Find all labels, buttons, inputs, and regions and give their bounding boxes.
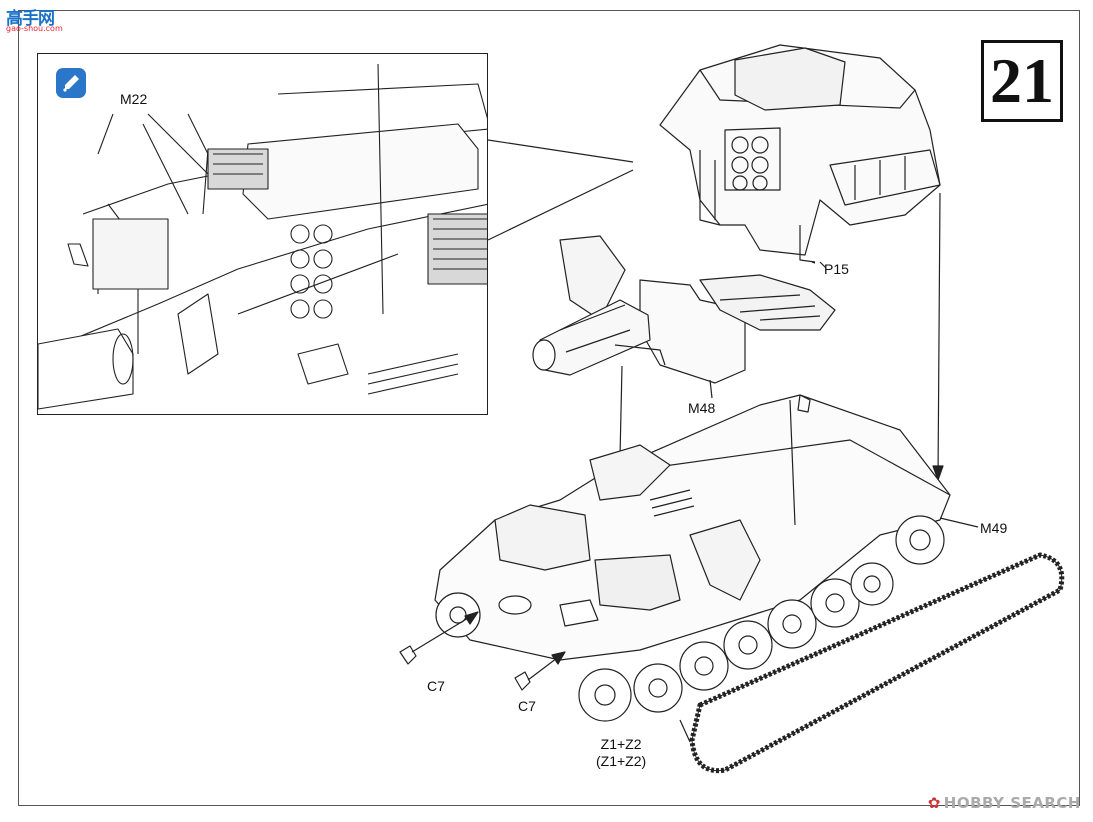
inset-illustration bbox=[38, 63, 487, 410]
hobby-search-watermark: ✿HOBBY SEARCH bbox=[928, 794, 1081, 812]
zoom-line-top bbox=[487, 139, 634, 163]
arrow-superstructure-down bbox=[937, 192, 941, 481]
road-wheels bbox=[435, 515, 945, 722]
site-logo: 高手网 gao-shou.com bbox=[4, 4, 70, 38]
watermark-logo-icon: ✿ bbox=[927, 794, 941, 812]
logo-brand-text: 高手网 bbox=[6, 9, 55, 29]
callout-p15: P15 bbox=[824, 261, 849, 277]
watermark-text: HOBBY SEARCH bbox=[943, 794, 1081, 812]
callout-m48: M48 bbox=[688, 400, 716, 416]
logo-url-text: gao-shou.com bbox=[6, 24, 63, 33]
caution-pen-icon bbox=[56, 68, 86, 98]
callout-c7-left: C7 bbox=[427, 678, 445, 694]
callout-track-line2: (Z1+Z2) bbox=[596, 753, 647, 769]
zoom-line-bottom bbox=[487, 169, 634, 241]
gun-assembly-m48 bbox=[532, 235, 836, 384]
track-run bbox=[689, 552, 1065, 774]
callout-track-line1: Z1+Z2 bbox=[600, 736, 642, 752]
detail-inset: M22 bbox=[37, 53, 488, 415]
step-number-box: 21 bbox=[981, 40, 1063, 122]
callout-m22: M22 bbox=[120, 91, 148, 107]
tank-hull bbox=[434, 394, 951, 661]
c7-parts bbox=[399, 611, 566, 691]
instruction-frame bbox=[18, 10, 1080, 806]
superstructure-p15 bbox=[659, 44, 941, 269]
callout-track: Z1+Z2 (Z1+Z2) bbox=[596, 736, 646, 770]
step-number: 21 bbox=[990, 45, 1054, 116]
callout-c7-right: C7 bbox=[518, 698, 536, 714]
callout-m49: M49 bbox=[980, 520, 1008, 536]
